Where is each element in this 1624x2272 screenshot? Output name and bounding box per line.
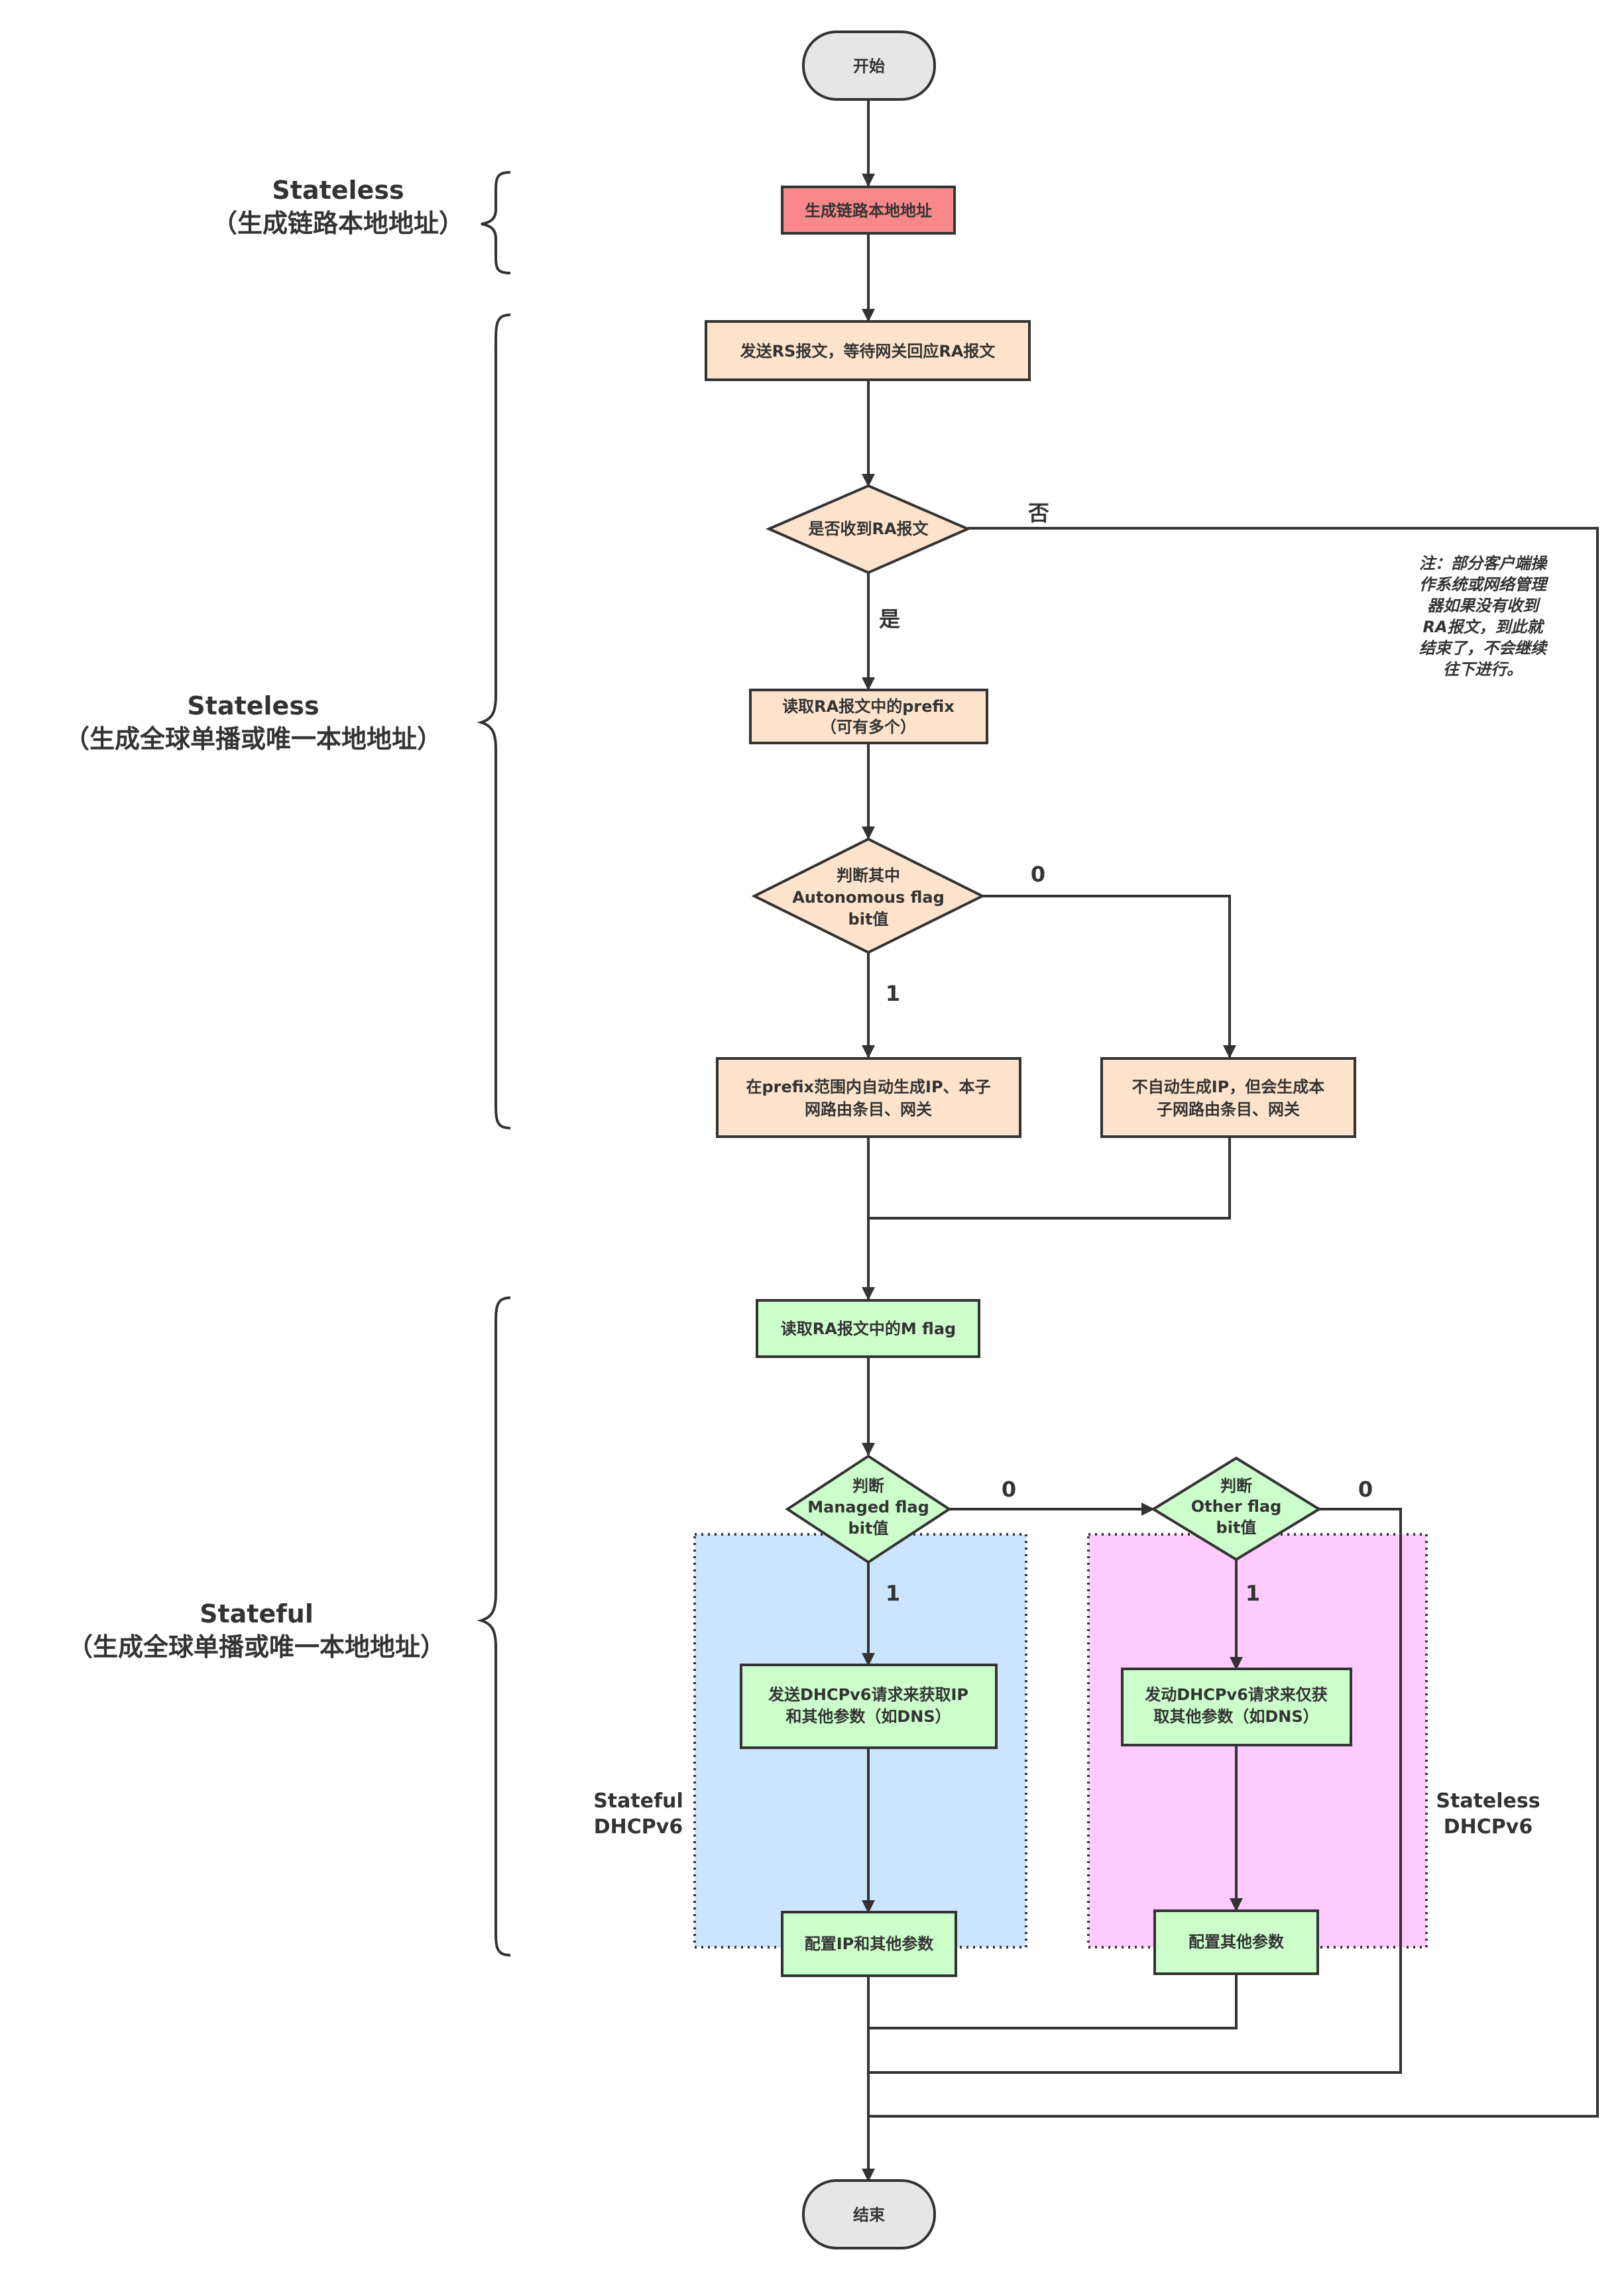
note-line5: 结束了，不会继续	[1419, 639, 1548, 657]
read-prefix-label-line1: 读取RA报文中的prefix	[782, 697, 955, 716]
end-node-label: 结束	[853, 2206, 886, 2224]
autonomous-0-label: 0	[1031, 862, 1045, 887]
send-rs-node: 发送RS报文，等待网关回应RA报文	[705, 320, 1031, 381]
note-line6: 往下进行。	[1443, 660, 1523, 679]
managed-flag-label-line3: bit值	[848, 1519, 889, 1538]
note-line1: 注：部分客户端操	[1419, 554, 1548, 573]
note: 注：部分客户端操 作系统或网络管理 器如果没有收到 RA报文，到此就 结束了，不…	[1419, 554, 1549, 679]
ra-no-label: 否	[1028, 500, 1049, 526]
autonomous-1-label: 1	[886, 981, 900, 1006]
config-other-node: 配置其他参数	[1153, 1909, 1319, 1975]
read-m-flag-label: 读取RA报文中的M flag	[781, 1320, 956, 1338]
auto-generate-label-line1: 在prefix范围内自动生成IP、本子	[746, 1078, 990, 1096]
phase3-label-line2: （生成全球单播或唯一本地地址）	[68, 1632, 445, 1662]
send-rs-label: 发送RS报文，等待网关回应RA报文	[740, 342, 996, 361]
read-prefix-node: 读取RA报文中的prefix （可有多个）	[749, 689, 988, 744]
other-flag-label-line2: Other flag	[1191, 1497, 1282, 1516]
other-1-label: 1	[1246, 1581, 1260, 1606]
other-flag-label-line3: bit值	[1216, 1518, 1257, 1537]
phase3-label-line1: Stateful	[200, 1599, 314, 1628]
phase2-label-line1: Stateless	[187, 691, 319, 720]
stateless-dhcpv6-label-line1: Stateless	[1436, 1789, 1540, 1813]
stateful-dhcpv6-label-line2: DHCPv6	[594, 1815, 683, 1839]
dhcpv6-ip-node: 发送DHCPv6请求来获取IP 和其他参数（如DNS）	[740, 1664, 998, 1749]
config-ip-label: 配置IP和其他参数	[805, 1935, 935, 1953]
phase1-label-line1: Stateless	[272, 176, 404, 205]
stateless-dhcpv6-label-line2: DHCPv6	[1444, 1815, 1533, 1839]
note-line2: 作系统或网络管理	[1419, 575, 1549, 594]
dhcpv6-other-label-line2: 取其他参数（如DNS）	[1153, 1707, 1318, 1726]
no-auto-generate-node: 不自动生成IP，但会生成本 子网路由条目、网关	[1100, 1057, 1356, 1138]
dhcpv6-ip-label-line1: 发送DHCPv6请求来获取IP	[768, 1685, 968, 1704]
read-m-flag-node: 读取RA报文中的M flag	[756, 1299, 980, 1358]
phase1-brace	[481, 171, 511, 274]
stateful-dhcpv6-label-line1: Stateful	[593, 1789, 683, 1813]
managed-flag-decision: 判断 Managed flag bit值	[785, 1454, 952, 1564]
other-0-label: 0	[1358, 1477, 1373, 1502]
other-flag-decision: 判断 Other flag bit值	[1151, 1456, 1322, 1562]
start-node-label: 开始	[853, 57, 885, 76]
ra-yes-label: 是	[879, 606, 900, 632]
managed-0-label: 0	[1002, 1477, 1016, 1502]
config-ip-node: 配置IP和其他参数	[781, 1911, 957, 1977]
gen-link-local-label: 生成链路本地地址	[805, 201, 932, 220]
no-auto-generate-label-line1: 不自动生成IP，但会生成本	[1132, 1078, 1325, 1096]
autonomous-flag-decision: 判断其中 Autonomous flag bit值	[751, 837, 986, 954]
phase2-brace	[477, 313, 511, 1129]
other-flag-label-line1: 判断	[1220, 1477, 1252, 1495]
edges	[862, 99, 1599, 2182]
note-line3: 器如果没有收到	[1427, 596, 1541, 615]
autonomous-flag-label-line3: bit值	[848, 910, 889, 929]
dhcpv6-ip-label-line2: 和其他参数（如DNS）	[785, 1707, 951, 1726]
dhcpv6-other-label-line1: 发动DHCPv6请求来仅获	[1144, 1685, 1328, 1704]
no-auto-generate-label-line2: 子网路由条目、网关	[1157, 1100, 1300, 1119]
ra-received-label: 是否收到RA报文	[808, 520, 929, 538]
dhcpv6-other-node: 发动DHCPv6请求来仅获 取其他参数（如DNS）	[1121, 1668, 1352, 1746]
managed-flag-label-line2: Managed flag	[807, 1498, 929, 1516]
end-node: 结束	[802, 2179, 936, 2249]
read-prefix-label-line2: （可有多个）	[821, 718, 916, 736]
managed-1-label: 1	[886, 1581, 900, 1606]
auto-generate-label-line2: 网路由条目、网关	[805, 1100, 932, 1119]
start-node: 开始	[802, 30, 936, 101]
phase2-label-line2: （生成全球单播或唯一本地地址）	[64, 724, 442, 754]
phase1-label-line2: （生成链路本地地址）	[212, 209, 464, 238]
config-other-label: 配置其他参数	[1189, 1933, 1285, 1951]
autonomous-flag-label-line2: Autonomous flag	[792, 888, 945, 907]
autonomous-flag-label-line1: 判断其中	[837, 866, 900, 885]
ra-received-decision: 是否收到RA报文	[766, 484, 971, 575]
auto-generate-node: 在prefix范围内自动生成IP、本子 网路由条目、网关	[716, 1057, 1021, 1138]
managed-flag-label-line1: 判断	[852, 1477, 884, 1495]
phase3-brace	[477, 1296, 511, 1957]
note-line4: RA报文，到此就	[1422, 618, 1544, 636]
gen-link-local-node: 生成链路本地地址	[781, 186, 956, 235]
